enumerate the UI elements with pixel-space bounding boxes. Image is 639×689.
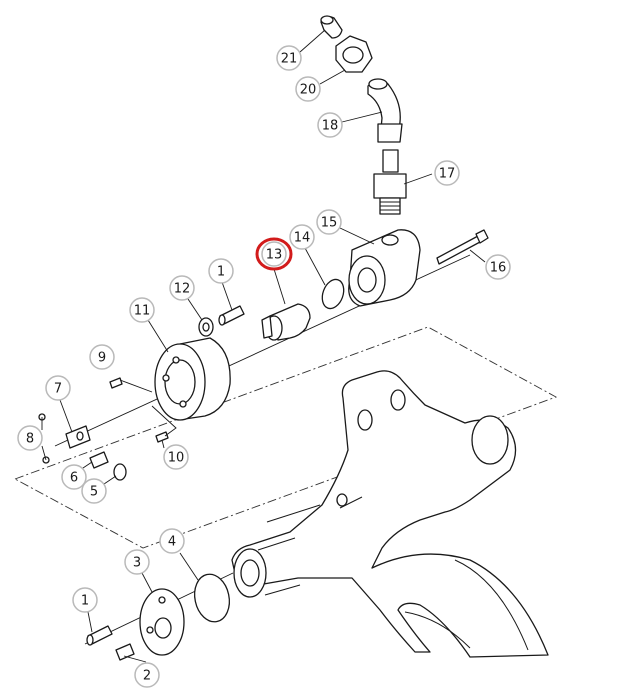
callout-10: 10 — [163, 444, 189, 470]
callout-circle — [295, 76, 321, 102]
part-15-block — [348, 229, 421, 307]
callout-17: 17 — [434, 160, 460, 186]
part-1-screw-upper — [218, 305, 245, 326]
part-10-screw — [155, 431, 169, 443]
callout-14: 14 — [289, 224, 315, 250]
callout-circle — [129, 297, 155, 323]
callout-label: 20 — [300, 83, 317, 98]
part-5-oring — [113, 463, 127, 481]
part-2-nipple — [115, 643, 135, 661]
callout-6: 6 — [61, 464, 87, 490]
callout-circle — [163, 444, 189, 470]
callout-label: 17 — [439, 167, 456, 182]
callout-label: 5 — [90, 485, 98, 500]
callout-8: 8 — [17, 425, 43, 451]
leader-lines — [41, 29, 486, 663]
callout-1a: 1 — [208, 258, 234, 284]
callout-label: 3 — [133, 556, 141, 571]
callout-21: 21 — [276, 45, 302, 71]
callout-label: 2 — [143, 669, 151, 684]
subassembly-frame — [13, 326, 558, 549]
part-17-adapter — [373, 149, 407, 215]
callout-circle — [289, 224, 315, 250]
part-4-oring — [193, 573, 231, 623]
callout-circle — [72, 587, 98, 613]
callout-label: 1 — [81, 594, 89, 609]
part-11-flange — [154, 337, 231, 421]
part-9-leader — [119, 379, 153, 393]
part-9-screw — [109, 377, 123, 389]
callout-11: 11 — [129, 297, 155, 323]
callout-circle — [208, 258, 234, 284]
callout-label: 9 — [98, 351, 106, 366]
callout-label: 6 — [70, 471, 78, 486]
callout-15: 15 — [316, 209, 342, 235]
callout-label: 7 — [54, 382, 62, 397]
callout-3: 3 — [124, 549, 150, 575]
callout-4: 4 — [159, 528, 185, 554]
callout-label: 11 — [134, 304, 151, 319]
callout-circle — [159, 528, 185, 554]
part-13-cartridge — [261, 303, 311, 341]
highlight-ring — [255, 237, 293, 271]
callout-circle — [61, 464, 87, 490]
callout-circle — [169, 275, 195, 301]
callout-label: 4 — [168, 535, 176, 550]
part-14-oring — [321, 278, 345, 310]
callout-label: 10 — [168, 451, 185, 466]
callout-label: 12 — [174, 282, 191, 297]
callout-circle — [81, 478, 107, 504]
part-12-washer — [198, 317, 214, 337]
callout-circle — [134, 662, 160, 688]
part-18-elbow — [367, 78, 403, 143]
callout-circle — [316, 209, 342, 235]
part-7-block — [65, 425, 91, 449]
callout-circle — [276, 45, 302, 71]
part-20-nut — [335, 35, 373, 73]
callout-circle — [317, 112, 343, 138]
callout-label: 21 — [281, 52, 298, 67]
callout-label: 15 — [321, 216, 338, 231]
gun-body — [231, 370, 549, 658]
callout-7: 7 — [45, 375, 71, 401]
callout-label: 8 — [26, 432, 34, 447]
part-1-screw-lower — [86, 625, 113, 646]
callout-13: 13 — [255, 237, 293, 271]
callout-label: 16 — [490, 261, 507, 276]
callout-label: 14 — [294, 231, 311, 246]
callout-circle — [261, 241, 287, 267]
callout-2: 2 — [134, 662, 160, 688]
callout-circle — [17, 425, 43, 451]
callout-label: 13 — [266, 248, 283, 263]
part-3-cover — [139, 588, 185, 656]
callout-label: 1 — [217, 265, 225, 280]
callout-circle — [45, 375, 71, 401]
callout-9: 9 — [89, 344, 115, 370]
callout-20: 20 — [295, 76, 321, 102]
callout-16: 16 — [485, 254, 511, 280]
part-10-bracket — [151, 405, 177, 437]
callout-1b: 1 — [72, 587, 98, 613]
callout-5: 5 — [81, 478, 107, 504]
callout-circle — [485, 254, 511, 280]
callout-circle — [124, 549, 150, 575]
part-21-fitting — [320, 15, 343, 39]
callout-18: 18 — [317, 112, 343, 138]
callout-12: 12 — [169, 275, 195, 301]
part-6-pin — [89, 451, 109, 469]
callout-circle — [434, 160, 460, 186]
callout-circle — [89, 344, 115, 370]
part-16-screw — [436, 229, 489, 265]
callout-label: 18 — [322, 119, 339, 134]
